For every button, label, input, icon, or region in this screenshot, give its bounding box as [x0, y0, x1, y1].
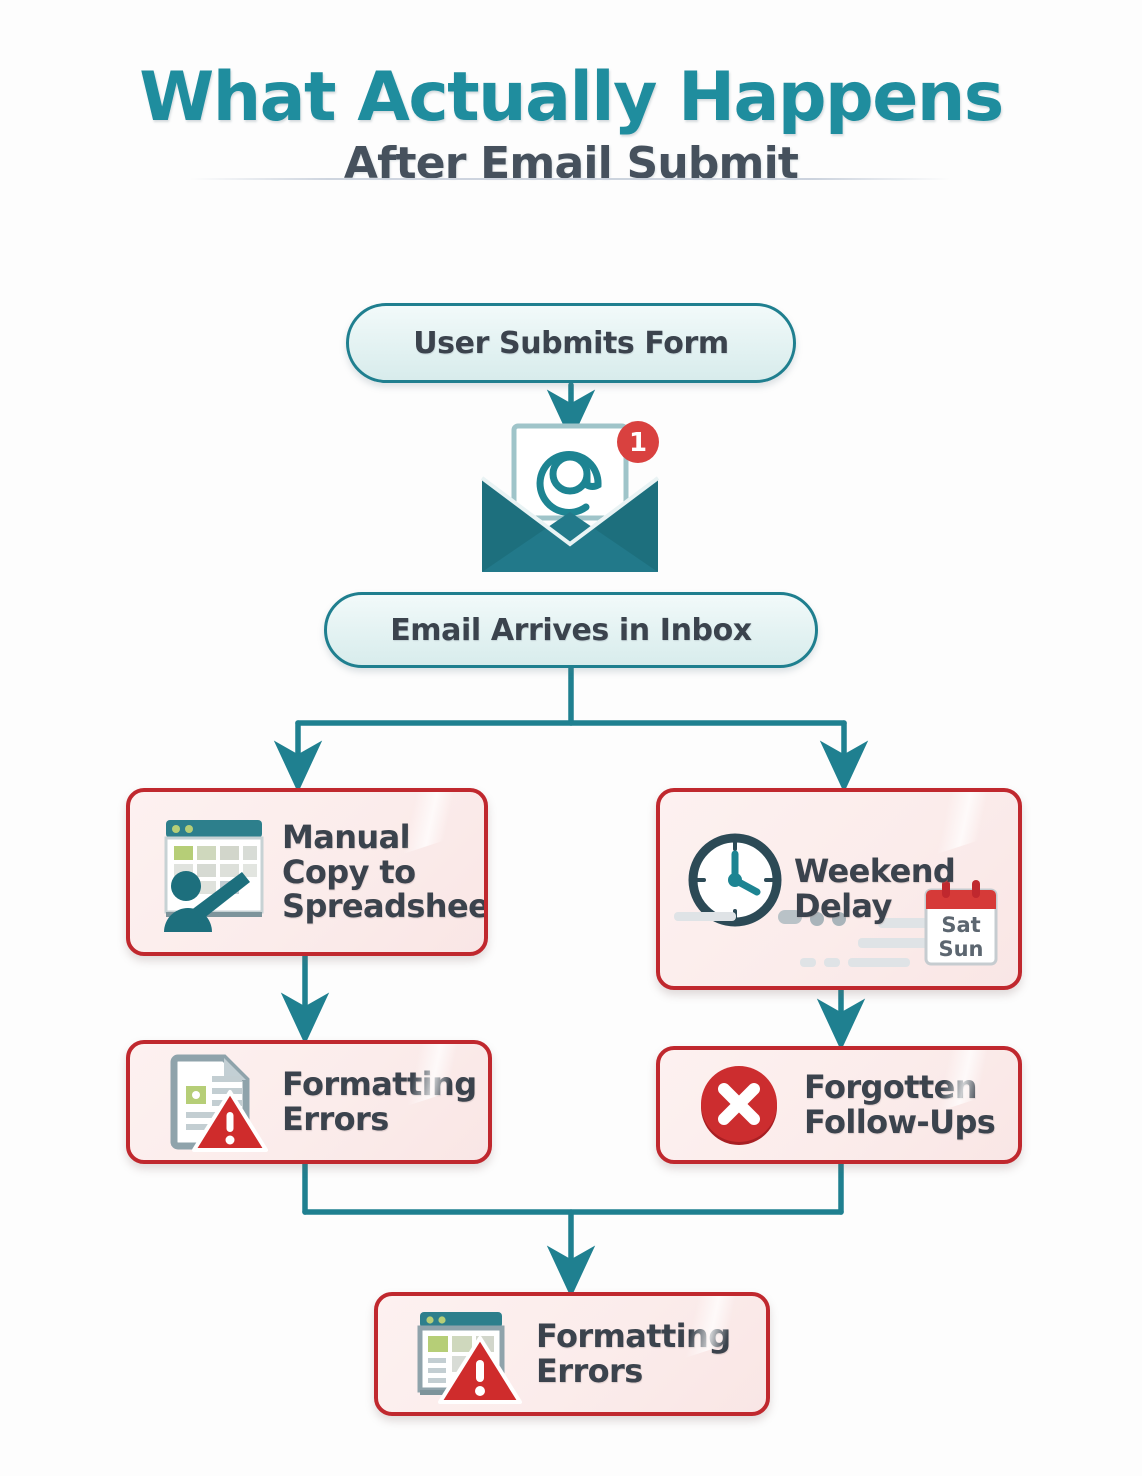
- skeleton-bar: [848, 958, 910, 967]
- node-forgotten-follow-ups[interactable]: Forgotten Follow-Ups: [656, 1046, 1022, 1164]
- page-subtitle: After Email Submit: [343, 138, 799, 190]
- calendar-day-1: Sat: [941, 913, 980, 937]
- card-label-line: Formatting: [536, 1317, 731, 1356]
- card-glint: [900, 792, 1018, 859]
- card-label-line: Formatting: [282, 1065, 477, 1104]
- skeleton-bar: [878, 918, 940, 928]
- node-weekend-delay[interactable]: Weekend Delay Sat Sun: [656, 788, 1022, 990]
- card-label-line: Copy to: [282, 852, 416, 891]
- card-label-line: Errors: [536, 1352, 643, 1390]
- skeleton-bar: [810, 912, 824, 926]
- skeleton-bar: [832, 912, 846, 926]
- error-circle-icon: [660, 1059, 804, 1151]
- header: What Actually Happens After Email Submit: [0, 62, 1142, 190]
- calendar-day-2: Sun: [938, 937, 983, 961]
- skeleton-bar: [674, 912, 736, 921]
- node-formatting-errors-left[interactable]: Formatting Errors: [126, 1040, 492, 1164]
- card-label-line: Spreadsheet: [282, 887, 488, 926]
- spreadsheet-warning-icon: [378, 1304, 536, 1404]
- node-email-arrives-in-inbox[interactable]: Email Arrives in Inbox: [324, 592, 818, 668]
- document-warning-icon: [130, 1050, 282, 1154]
- card-label-line: Errors: [282, 1100, 389, 1138]
- card-label: Formatting Errors: [282, 1067, 477, 1136]
- card-label: Manual Copy to Spreadsheet: [282, 818, 488, 926]
- node-user-submits-form[interactable]: User Submits Form: [346, 303, 796, 383]
- page-title: What Actually Happens: [139, 58, 1004, 137]
- node-label: User Submits Form: [413, 325, 729, 361]
- skeleton-bar: [824, 958, 840, 967]
- node-label: Email Arrives in Inbox: [390, 612, 752, 648]
- envelope-open-icon: 1: [480, 421, 660, 572]
- node-manual-copy-to-spreadsheet[interactable]: Manual Copy to Spreadsheet: [126, 788, 488, 956]
- header-divider: [190, 178, 950, 180]
- card-label-line: Forgotten: [804, 1068, 978, 1107]
- card-label: Forgotten Follow-Ups: [804, 1068, 996, 1141]
- skeleton-bar: [778, 910, 802, 924]
- skeleton-bar: [800, 958, 816, 967]
- badge-unread: 1: [617, 421, 659, 463]
- skeleton-bar: [858, 938, 946, 948]
- card-label-line: Manual: [282, 818, 411, 857]
- card-label-line: Delay: [794, 887, 892, 925]
- node-formatting-errors-bottom[interactable]: Formatting Errors: [374, 1292, 770, 1416]
- spreadsheet-person-icon: [130, 810, 282, 934]
- badge-count: 1: [629, 428, 647, 458]
- card-label-line: Follow-Ups: [804, 1103, 996, 1141]
- card-label: Formatting Errors: [536, 1319, 731, 1388]
- card-label-line: Weekend: [794, 852, 956, 891]
- calendar-icon: Sat Sun: [924, 880, 998, 966]
- clock-icon: [660, 828, 794, 950]
- card-label: Weekend Delay: [794, 852, 956, 925]
